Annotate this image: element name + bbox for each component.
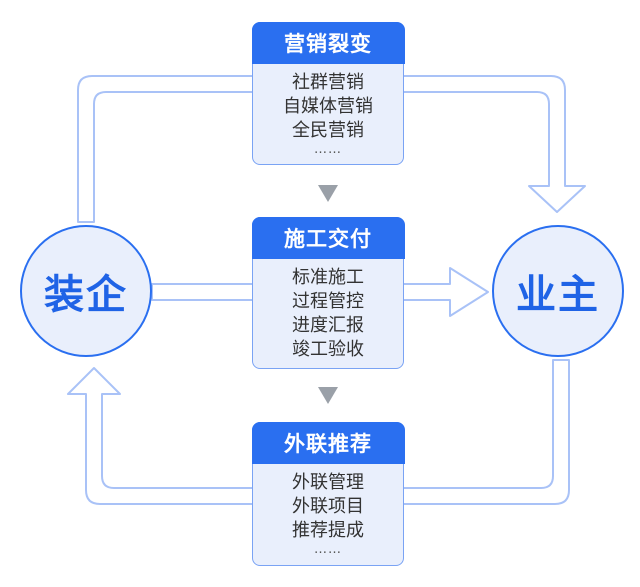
referral-item: 外联管理 <box>292 472 364 493</box>
owner-node-label: 业主 <box>516 272 600 318</box>
marketing-item: 自媒体营销 <box>283 96 373 117</box>
referral-item-more: …… <box>314 542 342 557</box>
referral-card: 外联推荐 外联管理 外联项目 推荐提成 …… <box>251 421 405 566</box>
referral-item: 推荐提成 <box>292 520 364 541</box>
referral-card-title: 外联推荐 <box>251 421 405 464</box>
down-arrow-icon <box>318 387 338 404</box>
owner-node: 业主 <box>492 225 624 357</box>
referral-card-items: 外联管理 外联项目 推荐提成 …… <box>253 471 403 557</box>
delivery-item: 进度汇报 <box>292 315 364 336</box>
bottom-flow-arrow <box>67 359 570 505</box>
company-node-label: 装企 <box>44 272 128 318</box>
marketing-card-items: 社群营销 自媒体营销 全民营销 …… <box>253 71 403 157</box>
marketing-item: 社群营销 <box>292 72 364 93</box>
delivery-card: 施工交付 标准施工 过程管控 进度汇报 竣工验收 <box>251 216 405 369</box>
company-node: 装企 <box>20 225 152 357</box>
marketing-item-more: …… <box>314 142 342 157</box>
marketing-card: 营销裂变 社群营销 自媒体营销 全民营销 …… <box>251 21 405 165</box>
top-flow-arrow <box>77 75 586 223</box>
referral-item: 外联项目 <box>292 496 364 517</box>
delivery-item: 标准施工 <box>292 267 364 288</box>
marketing-card-title: 营销裂变 <box>251 21 405 64</box>
down-arrow-icon <box>318 185 338 202</box>
delivery-item: 过程管控 <box>292 291 364 312</box>
marketing-item: 全民营销 <box>292 120 364 141</box>
delivery-item: 竣工验收 <box>292 339 364 360</box>
delivery-card-items: 标准施工 过程管控 进度汇报 竣工验收 <box>253 266 403 362</box>
delivery-card-title: 施工交付 <box>251 216 405 259</box>
